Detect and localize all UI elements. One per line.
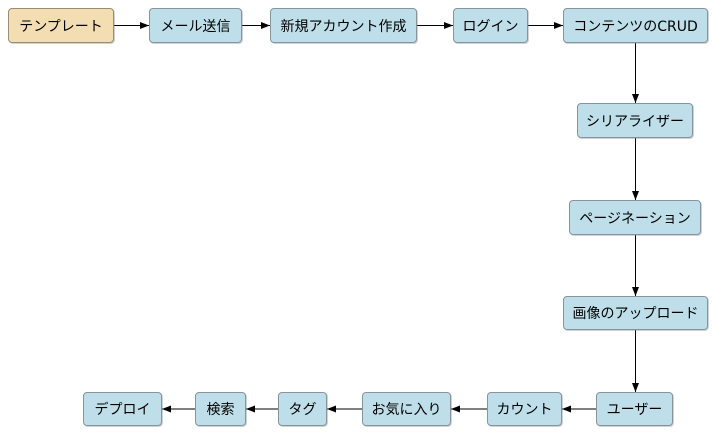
node-tag: タグ xyxy=(278,392,327,426)
node-count: カウント xyxy=(487,392,562,426)
node-create-account: 新規アカウント作成 xyxy=(270,8,417,43)
node-deploy: デプロイ xyxy=(83,392,162,426)
node-login: ログイン xyxy=(453,8,528,43)
node-search: 検索 xyxy=(195,392,246,426)
node-pagination: ページネーション xyxy=(569,200,701,235)
node-template: テンプレート xyxy=(8,8,114,43)
node-mail-send: メール送信 xyxy=(149,8,242,43)
node-favorite: お気に入り xyxy=(362,392,451,426)
node-serializer: シリアライザー xyxy=(577,103,693,138)
node-image-upload: 画像のアップロード xyxy=(563,296,708,330)
node-content-crud: コンテンツのCRUD xyxy=(563,8,708,43)
node-user: ユーザー xyxy=(596,392,673,426)
